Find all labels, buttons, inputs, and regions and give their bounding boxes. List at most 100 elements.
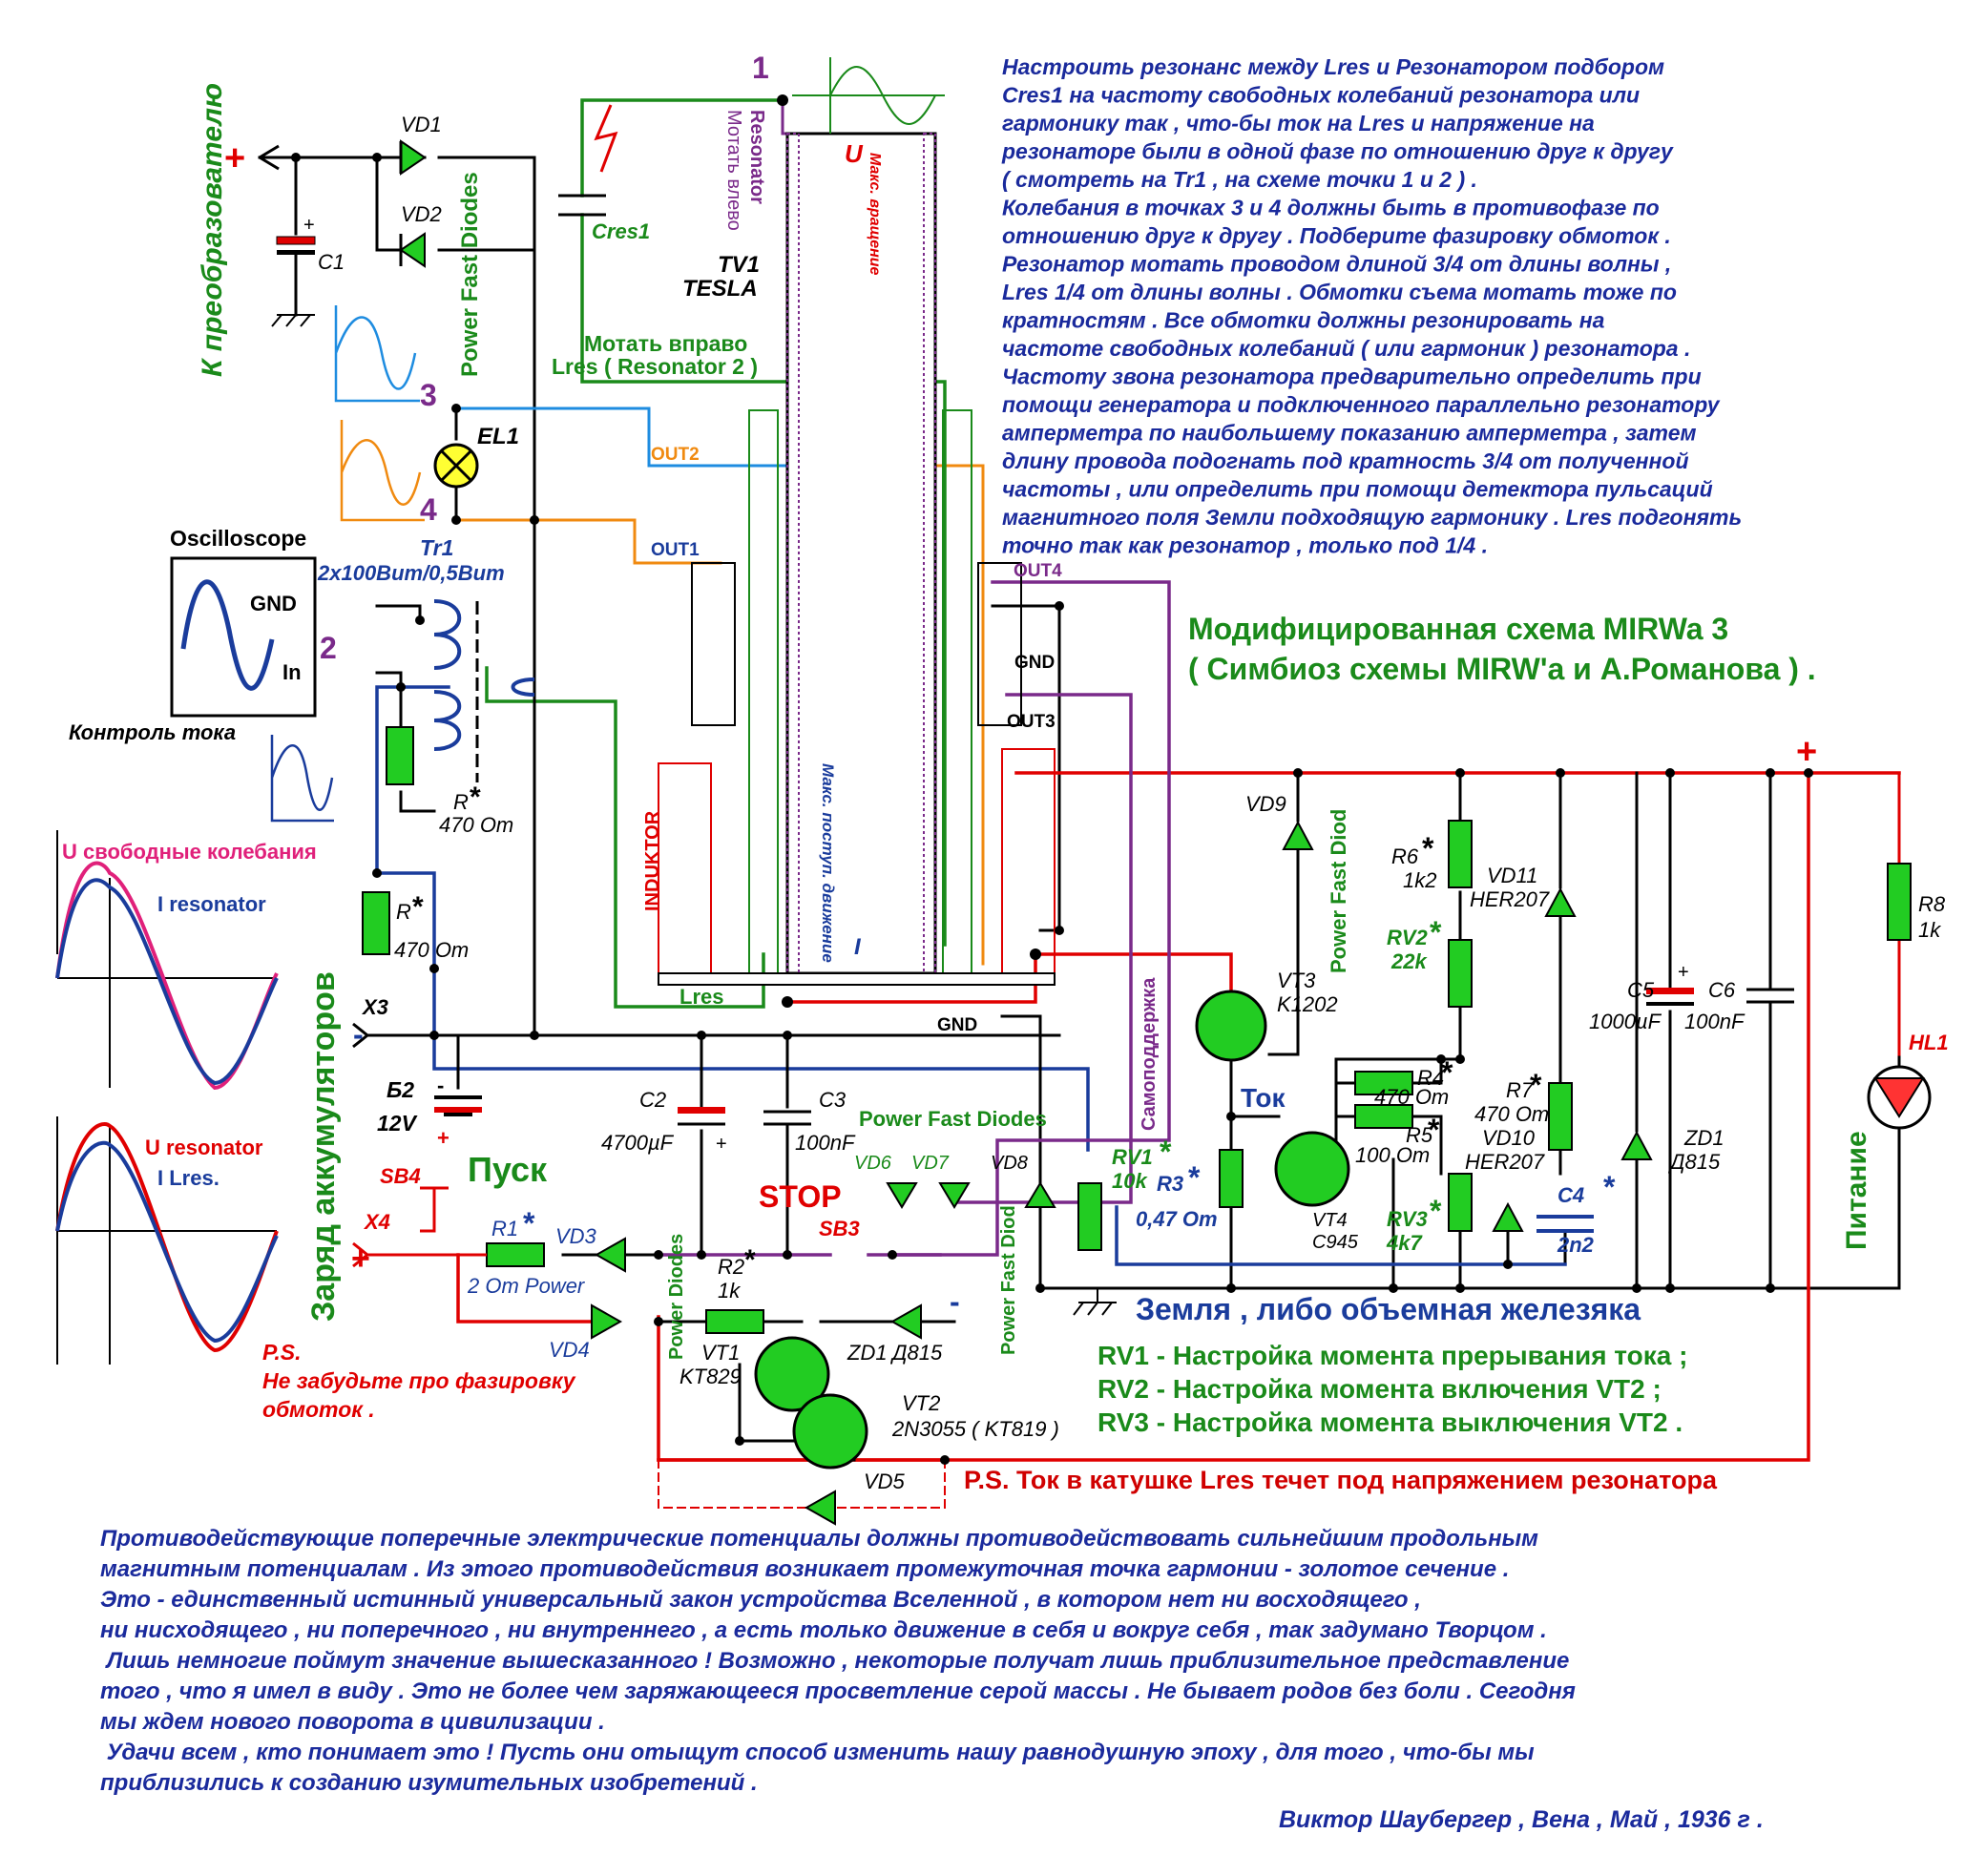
instructions-line: точно так как резонатор , только под 1/4… xyxy=(1002,533,1488,558)
label-rv2: RV2 xyxy=(1387,926,1429,949)
instructions-line: Cres1 на частоту свободных колебаний рез… xyxy=(1002,83,1640,108)
vd4-symbol xyxy=(591,1303,623,1340)
label-sb3: SB3 xyxy=(819,1217,860,1240)
tr1-primary xyxy=(433,599,462,670)
label-rv3-star: * xyxy=(1430,1194,1442,1228)
label-c4-val: 2n2 xyxy=(1557,1233,1595,1257)
label-r3-val: 0,47 Om xyxy=(1136,1207,1218,1231)
label-pusk: Пуск xyxy=(468,1150,548,1189)
label-r7: R7 xyxy=(1506,1078,1534,1102)
wire-lres-green xyxy=(485,98,947,1009)
label-vt4: VT4 xyxy=(1312,1210,1348,1231)
label-resonator-vert: Resonator xyxy=(746,110,767,204)
label-u-top: U xyxy=(845,139,864,168)
cres1-cap xyxy=(558,194,606,217)
label-zemlya: Земля , либо объемная железяка xyxy=(1136,1292,1641,1326)
label-rv2-val: 22k xyxy=(1390,949,1428,973)
wire-vd9 xyxy=(1267,771,1300,1056)
wire-out1-orange xyxy=(454,518,722,565)
components xyxy=(55,57,1932,1526)
vd11-symbol xyxy=(1544,886,1577,917)
label-c6: C6 xyxy=(1708,978,1736,1002)
instructions-line: длину провода подогнать под кратность 3/… xyxy=(1002,448,1689,473)
label-u-resonator: U resonator xyxy=(145,1136,263,1159)
label-rv3-val: 4k7 xyxy=(1386,1231,1423,1255)
label-out3: OUT3 xyxy=(1007,712,1056,732)
label-b2-volt: 12V xyxy=(377,1111,418,1136)
cres1-spark xyxy=(594,104,618,173)
label-r2-val: 1k xyxy=(718,1279,741,1303)
wire-rv1-blue xyxy=(1115,1205,1567,1266)
label-rv2-note: RV2 - Настройка момента включения VT2 ; xyxy=(1097,1374,1662,1404)
label-minus-mid: - xyxy=(950,1284,960,1319)
label-tesla: TESLA xyxy=(682,276,758,302)
r3-body xyxy=(1219,1149,1244,1208)
vt4-symbol xyxy=(1274,1131,1350,1207)
instructions-line: Резонатор мотать проводом длиной 3/4 от … xyxy=(1002,252,1671,277)
wire-purple-selfhold xyxy=(867,580,1171,1257)
instructions-line: магнитного поля Земли подходящую гармони… xyxy=(1002,505,1742,530)
vd6-symbol xyxy=(886,1182,918,1209)
instructions-line: помощи генератора и подключенного паралл… xyxy=(1002,392,1721,417)
wire-black-right-coil xyxy=(991,604,1061,932)
label-vt1: VT1 xyxy=(701,1341,740,1365)
r2-body xyxy=(705,1309,764,1334)
label-out2: OUT2 xyxy=(651,445,700,465)
label-point1: 1 xyxy=(752,51,769,85)
wave-point3 xyxy=(334,305,420,403)
label-u-free: U свободные колебания xyxy=(62,840,317,864)
label-ps1-line2: Не забудьте про фазировку xyxy=(262,1368,576,1393)
c5-plate xyxy=(1646,988,1694,994)
label-i-coil: I xyxy=(854,934,862,960)
label-c4: C4 xyxy=(1557,1183,1584,1207)
pickup-coil-right xyxy=(977,562,1022,726)
r5-body xyxy=(1354,1104,1413,1129)
label-r5: R5 xyxy=(1406,1123,1433,1147)
instructions-line: кратностям . Все обмотки должны резониро… xyxy=(1002,308,1605,333)
label-vd8: VD8 xyxy=(991,1153,1028,1174)
label-r3-star: * xyxy=(1188,1160,1201,1195)
label-vt2-val: 2N3055 ( KT819 ) xyxy=(891,1417,1059,1441)
label-c1-plus: + xyxy=(303,215,315,236)
label-r-star-2: R xyxy=(396,900,411,924)
label-r1-star: * xyxy=(523,1206,535,1240)
label-power-fast-diod-v: Power Fast Diod xyxy=(998,1205,1019,1355)
label-cres1: Cres1 xyxy=(592,219,650,243)
label-zd1a: ZD1 xyxy=(847,1341,888,1365)
quote-line: Удачи всем , кто понимает это ! Пусть он… xyxy=(100,1740,1535,1765)
label-c5-plus: + xyxy=(1678,962,1689,983)
vt1-symbol xyxy=(754,1336,830,1412)
label-hl1: HL1 xyxy=(1909,1031,1949,1054)
label-vd3: VD3 xyxy=(555,1224,597,1248)
quote-line: того , что я имел в виду . Это не более … xyxy=(100,1678,1576,1704)
phase-plot-1-axes xyxy=(56,830,277,1088)
vd1-symbol xyxy=(400,139,427,176)
instructions-line: ( смотреть на Tr1 , на схеме точки 1 и 2… xyxy=(1002,167,1477,192)
label-tr1-spec: 2x100Вит/0,5Вит xyxy=(317,561,505,585)
label-vt3-val: K1202 xyxy=(1277,992,1338,1016)
label-b2-minus: - xyxy=(437,1073,444,1097)
instructions-line: гармонику так , что-бы ток на Lres и нап… xyxy=(1002,111,1595,135)
label-vd6: VD6 xyxy=(854,1153,892,1174)
vt2-symbol xyxy=(792,1393,868,1470)
rv3-body xyxy=(1448,1173,1473,1232)
label-osc-in: In xyxy=(282,660,302,684)
label-r5-val: 100 Om xyxy=(1355,1143,1430,1167)
sb4-button xyxy=(420,1186,449,1233)
label-zd1b-val: Д815 xyxy=(1667,1150,1721,1174)
r6-body xyxy=(1448,820,1473,888)
label-x4-plus: + xyxy=(351,1240,370,1277)
wire-red-left xyxy=(785,952,1037,1004)
wire-r6-rv2 xyxy=(1334,771,1462,1185)
label-point2: 2 xyxy=(320,631,337,665)
label-rv1-star: * xyxy=(1160,1135,1172,1169)
label-vt2: VT2 xyxy=(902,1391,940,1415)
instructions-line: частоты , или определить при помощи дете… xyxy=(1002,477,1713,502)
label-r7-star: * xyxy=(1530,1068,1542,1102)
label-r1: R1 xyxy=(491,1217,518,1240)
label-r2-star: * xyxy=(744,1244,756,1276)
label-power-fast-diodes-2: Power Fast Diodes xyxy=(859,1107,1047,1131)
r1-body xyxy=(486,1242,545,1267)
label-r5-star: * xyxy=(1428,1113,1440,1147)
